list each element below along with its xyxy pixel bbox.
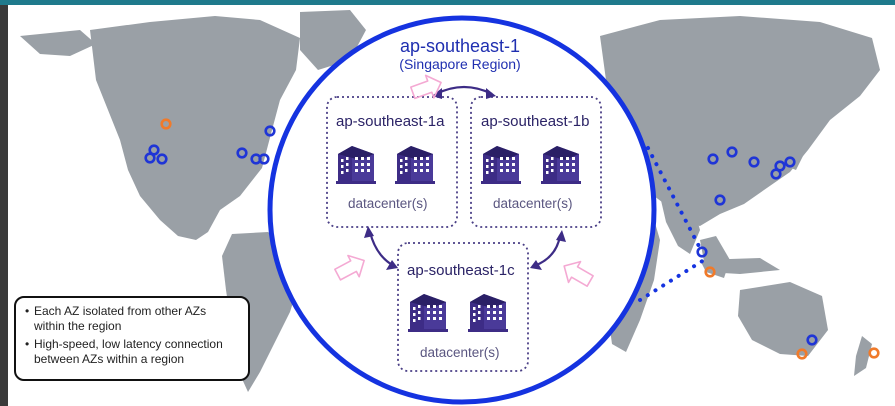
new-region-marker-icon — [160, 118, 172, 130]
new-region-marker-icon — [796, 348, 808, 360]
left-edge-bar — [0, 5, 8, 406]
region-circle — [267, 15, 657, 405]
region-marker-icon — [748, 156, 760, 168]
notes-list: Each AZ isolated from other AZs within t… — [24, 304, 240, 367]
region-subtitle: (Singapore Region) — [399, 56, 521, 72]
region-marker-icon — [707, 153, 719, 165]
az-box-1c — [397, 242, 529, 372]
region-marker-icon — [770, 168, 782, 180]
region-marker-icon — [236, 147, 248, 159]
az-box-1a — [326, 96, 458, 228]
az-name-1a: ap-southeast-1a — [336, 113, 445, 130]
az-name-1c: ap-southeast-1c — [407, 262, 515, 279]
az-box-1b — [470, 96, 602, 228]
region-markers — [144, 118, 880, 360]
pointer-arrows — [334, 74, 594, 287]
region-marker-icon — [144, 152, 156, 164]
note-item: Each AZ isolated from other AZs within t… — [25, 304, 240, 334]
pointer-arrow-icon — [563, 260, 594, 287]
new-region-marker-icon — [868, 347, 880, 359]
datacenter-label-1c: datacenter(s) — [420, 345, 500, 360]
pointer-arrow-icon — [409, 74, 442, 100]
region-marker-icon — [784, 156, 796, 168]
datacenter-label-1b: datacenter(s) — [493, 196, 573, 211]
region-marker-icon — [696, 246, 708, 258]
datacenter-label-1a: datacenter(s) — [348, 196, 428, 211]
new-region-marker-icon — [704, 266, 716, 278]
az-boxes — [326, 96, 602, 372]
note-item: High-speed, low latency connection betwe… — [25, 337, 240, 367]
az-name-1b: ap-southeast-1b — [481, 113, 590, 130]
notes-box: Each AZ isolated from other AZs within t… — [14, 296, 250, 381]
region-marker-icon — [258, 153, 270, 165]
connection-dots — [638, 146, 706, 302]
region-marker-icon — [156, 153, 168, 165]
region-marker-icon — [264, 125, 276, 137]
top-accent-bar — [0, 0, 895, 5]
region-marker-icon — [714, 194, 726, 206]
region-name: ap-southeast-1 — [399, 36, 521, 56]
region-marker-icon — [726, 146, 738, 158]
region-marker-icon — [806, 334, 818, 346]
pointer-arrow-icon — [334, 254, 365, 281]
